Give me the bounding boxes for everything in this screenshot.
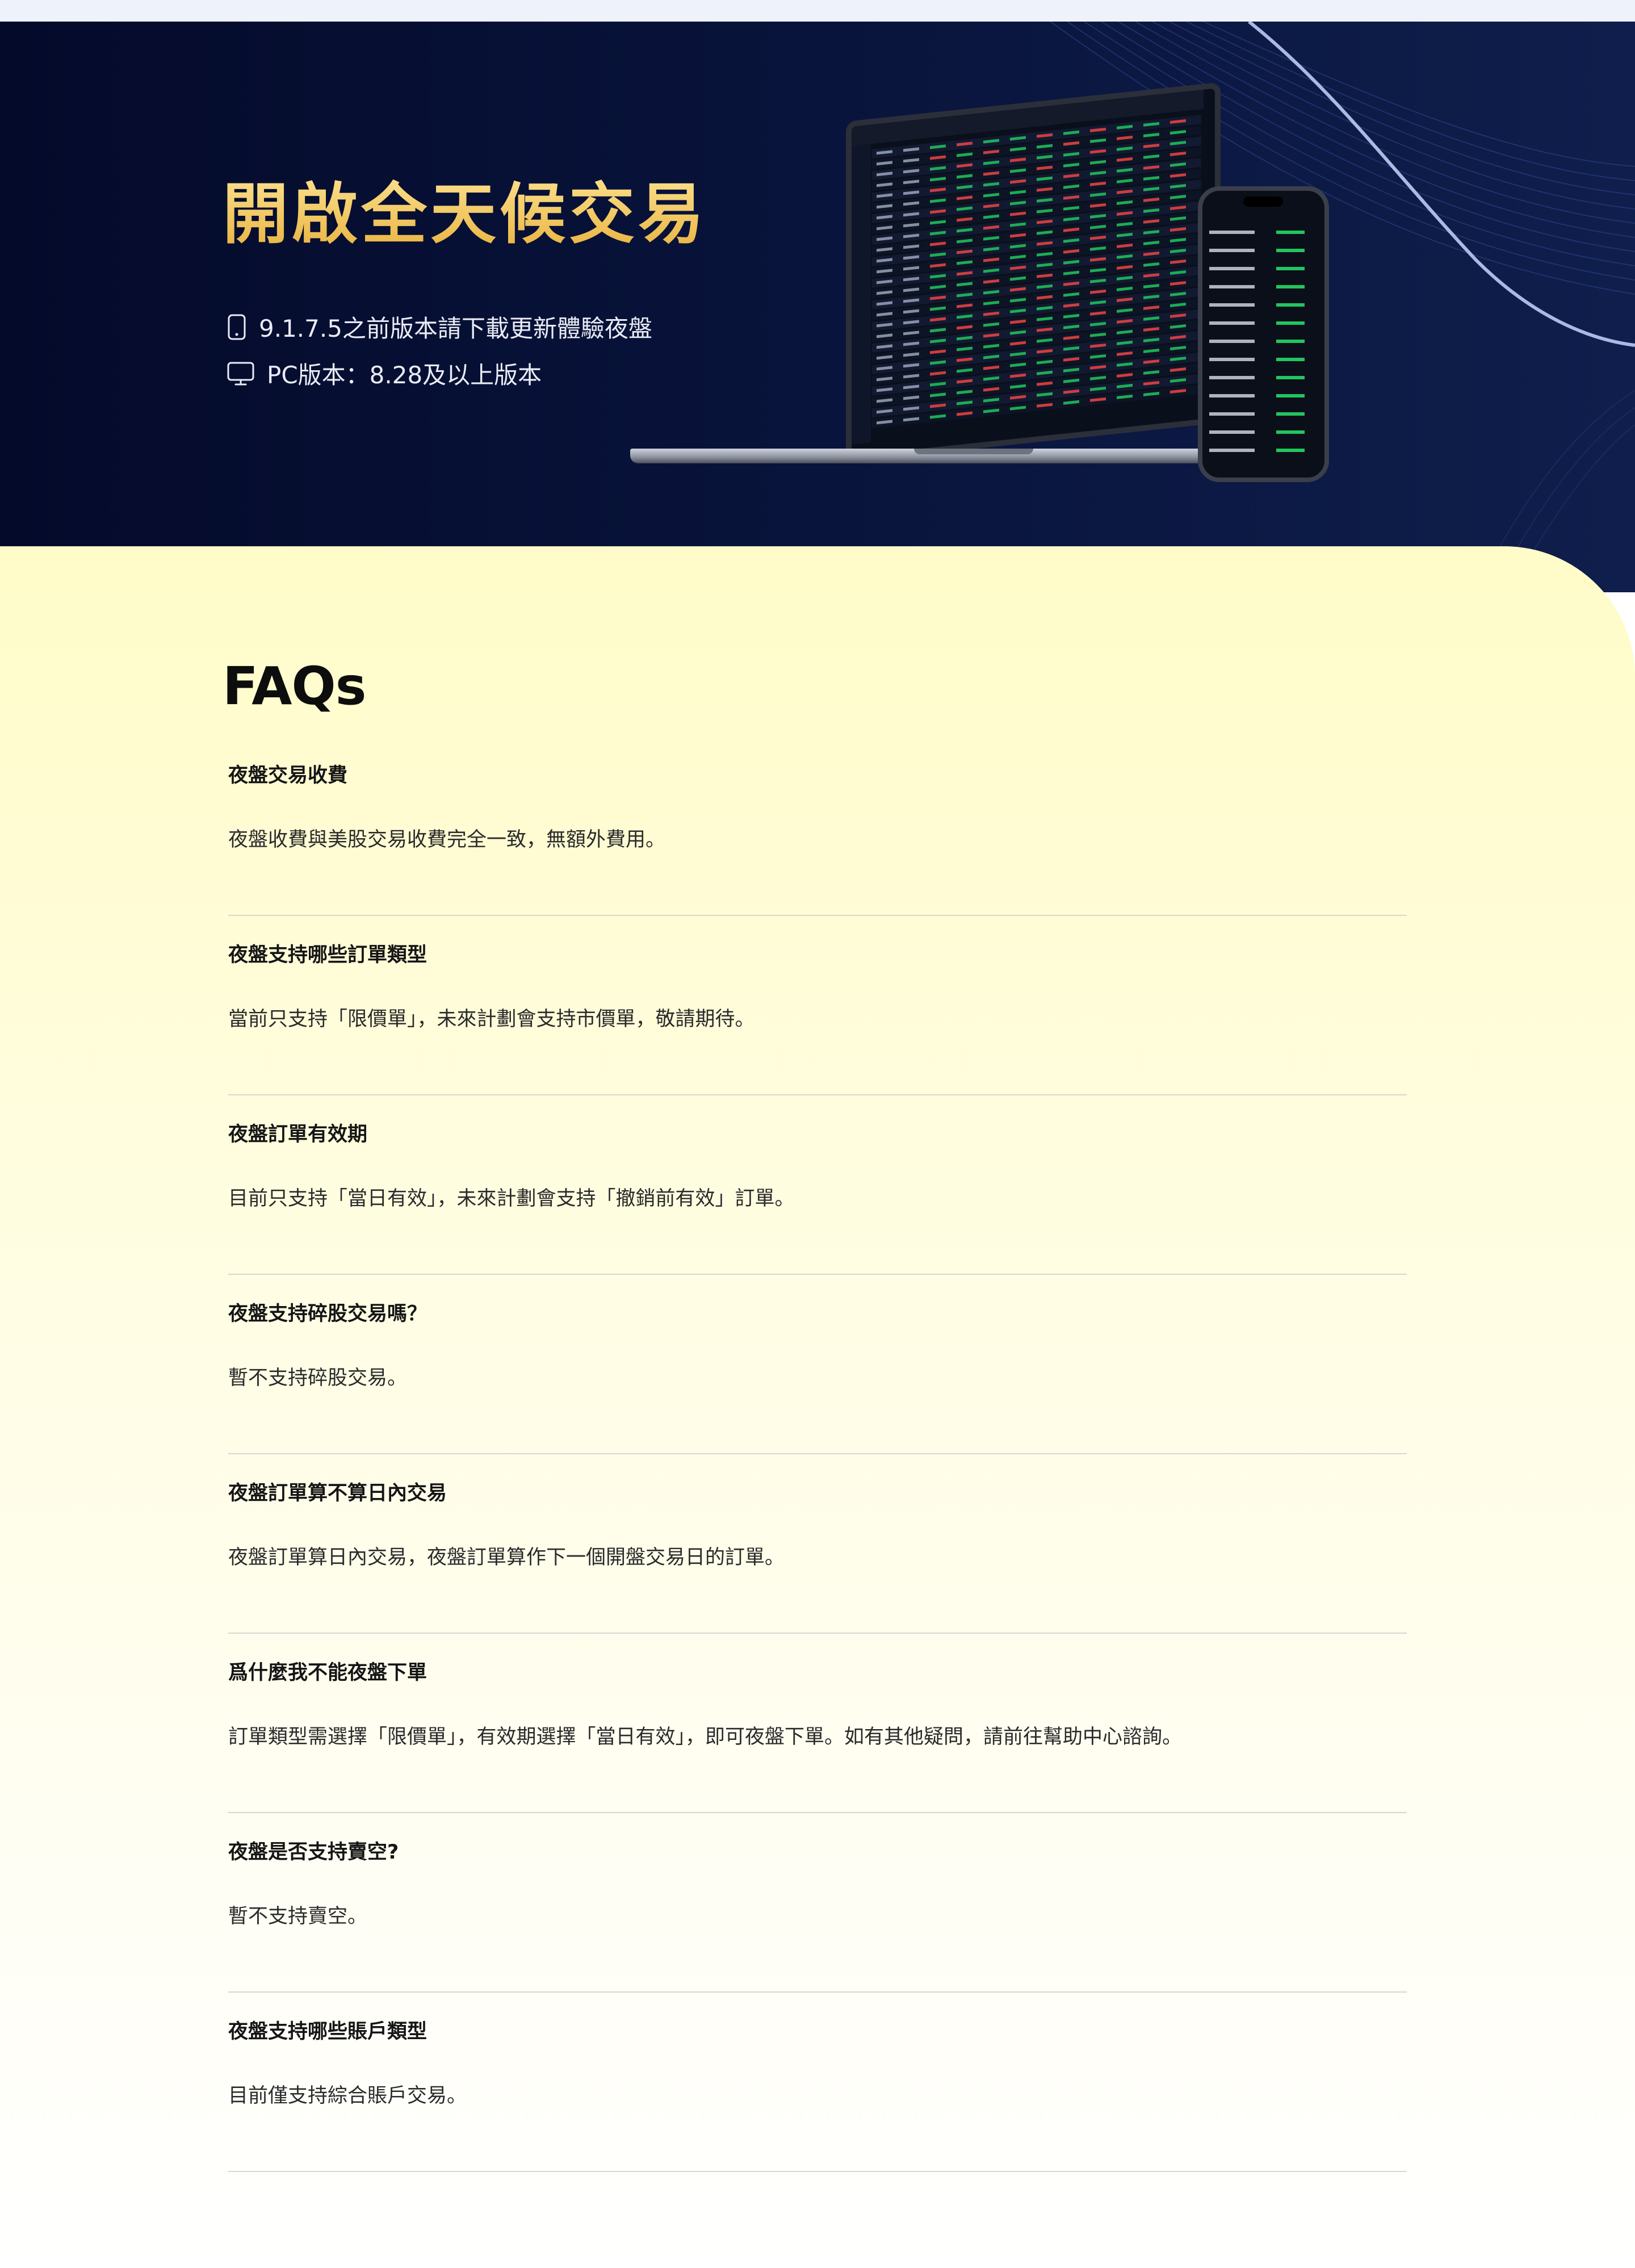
faq-answer: 暫不支持碎股交易。 bbox=[228, 1367, 408, 1390]
faq-question: 爲什麼我不能夜盤下單 bbox=[228, 1662, 427, 1684]
faq-section bbox=[0, 546, 1635, 2268]
faq-item: 夜盤支持碎股交易嗎？ 暫不支持碎股交易。 bbox=[228, 1274, 1407, 1454]
decorative-wave-lines bbox=[1050, 22, 1635, 592]
hero-note-mobile: 9.1.7.5之前版本請下載更新體驗夜盤 bbox=[227, 309, 652, 344]
faq-question: 夜盤支持碎股交易嗎？ bbox=[228, 1303, 427, 1325]
faq-answer: 夜盤收費與美股交易收費完全一致，無額外費用。 bbox=[228, 828, 666, 851]
phone-stock-list-graphic bbox=[1209, 231, 1305, 452]
hero-note-text: 9.1.7.5之前版本請下載更新體驗夜盤 bbox=[259, 315, 652, 342]
hero-note-desktop: PC版本：8.28及以上版本 bbox=[227, 356, 542, 391]
desktop-monitor-icon bbox=[227, 362, 254, 385]
faq-answer: 暫不支持賣空。 bbox=[228, 1905, 368, 1928]
hero-note-text: PC版本：8.28及以上版本 bbox=[267, 361, 542, 389]
faq-answer: 目前僅支持綜合賬戶交易。 bbox=[228, 2085, 467, 2107]
faq-answer: 當前只支持「限價單」，未來計劃會支持市價單，敬請期待。 bbox=[228, 1008, 755, 1031]
faq-title: FAQs bbox=[223, 656, 366, 717]
faq-item: 夜盤訂單有效期目前只支持「當日有效」，未來計劃會支持「撤銷前有效」訂單。 bbox=[228, 1094, 1407, 1275]
faq-question: 夜盤交易收費 bbox=[228, 764, 348, 787]
faq-item: 爲什麼我不能夜盤下單訂單類型需選擇「限價單」，有效期選擇「當日有效」，即可夜盤下… bbox=[228, 1633, 1407, 1813]
hero-title: 開啟全天候交易 bbox=[223, 175, 707, 254]
faq-question: 夜盤是否支持賣空? bbox=[228, 1841, 399, 1864]
faq-item: 夜盤支持哪些訂單類型當前只支持「限價單」，未來計劃會支持市價單，敬請期待。 bbox=[228, 915, 1407, 1095]
faq-answer: 目前只支持「當日有效」，未來計劃會支持「撤銷前有效」訂單。 bbox=[228, 1187, 795, 1210]
faq-item: 夜盤是否支持賣空? 暫不支持賣空。 bbox=[228, 1812, 1407, 1993]
top-strip bbox=[0, 0, 1635, 22]
trading-table-graphic bbox=[852, 89, 1204, 445]
faq-item: 夜盤訂單算不算日內交易夜盤訂單算日內交易，夜盤訂單算作下一個開盤交易日的訂單。 bbox=[228, 1453, 1407, 1634]
mobile-phone-icon bbox=[228, 314, 246, 340]
faq-question: 夜盤訂單有效期 bbox=[228, 1123, 368, 1146]
laptop-screen bbox=[846, 82, 1221, 462]
faq-item: 夜盤交易收費夜盤收費與美股交易收費完全一致，無額外費用。 bbox=[228, 735, 1407, 916]
phone-dynamic-island bbox=[1243, 196, 1283, 207]
faq-answer: 訂單類型需選擇「限價單」，有效期選擇「當日有效」，即可夜盤下單。如有其他疑問，請… bbox=[228, 1726, 1183, 1748]
hero-banner: 開啟全天候交易 9.1.7.5之前版本請下載更新體驗夜盤 PC版本：8.28及以… bbox=[0, 22, 1635, 592]
faq-answer: 夜盤訂單算日內交易，夜盤訂單算作下一個開盤交易日的訂單。 bbox=[228, 1546, 785, 1569]
phone-device bbox=[1198, 186, 1329, 482]
faq-question: 夜盤支持哪些訂單類型 bbox=[228, 944, 427, 966]
laptop-notch bbox=[914, 449, 1033, 454]
faq-question: 夜盤訂單算不算日內交易 bbox=[228, 1482, 447, 1505]
faq-question: 夜盤支持哪些賬戶類型 bbox=[228, 2020, 427, 2043]
faq-item: 夜盤支持哪些賬戶類型目前僅支持綜合賬戶交易。 bbox=[228, 1991, 1407, 2172]
